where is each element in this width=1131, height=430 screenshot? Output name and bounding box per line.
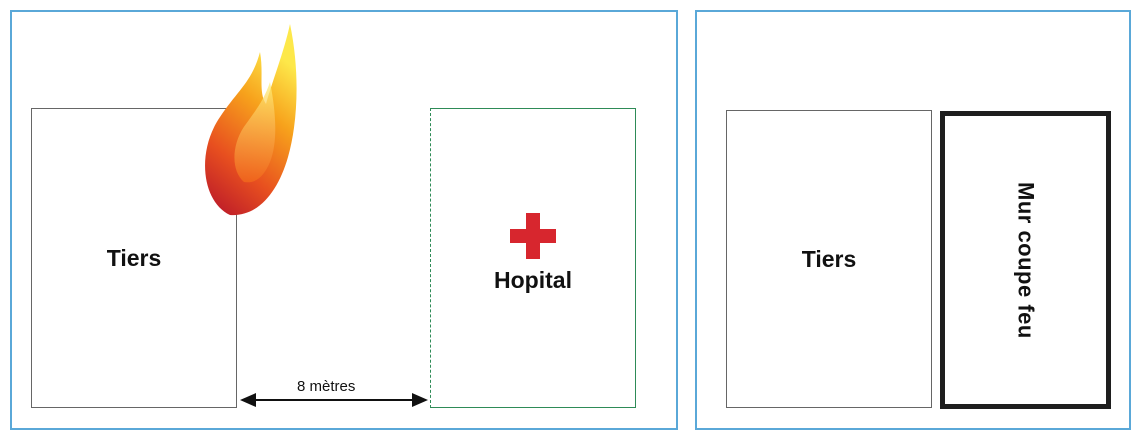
third-party-building: Tiers	[726, 110, 932, 408]
third-party-label: Tiers	[107, 245, 162, 272]
hospital-label: Hopital	[494, 267, 572, 294]
flame-icon	[200, 12, 300, 217]
left-panel: Tiers Hopital 8 mètres	[10, 10, 678, 430]
right-panel: Tiers Mur coupe feu	[695, 10, 1131, 430]
hospital-building: Hopital	[430, 108, 636, 408]
distance-label: 8 mètres	[297, 378, 355, 395]
firewall-label: Mur coupe feu	[1013, 182, 1039, 339]
red-cross-icon	[510, 213, 556, 259]
third-party-label: Tiers	[802, 246, 857, 273]
firewall: Mur coupe feu	[940, 111, 1111, 409]
